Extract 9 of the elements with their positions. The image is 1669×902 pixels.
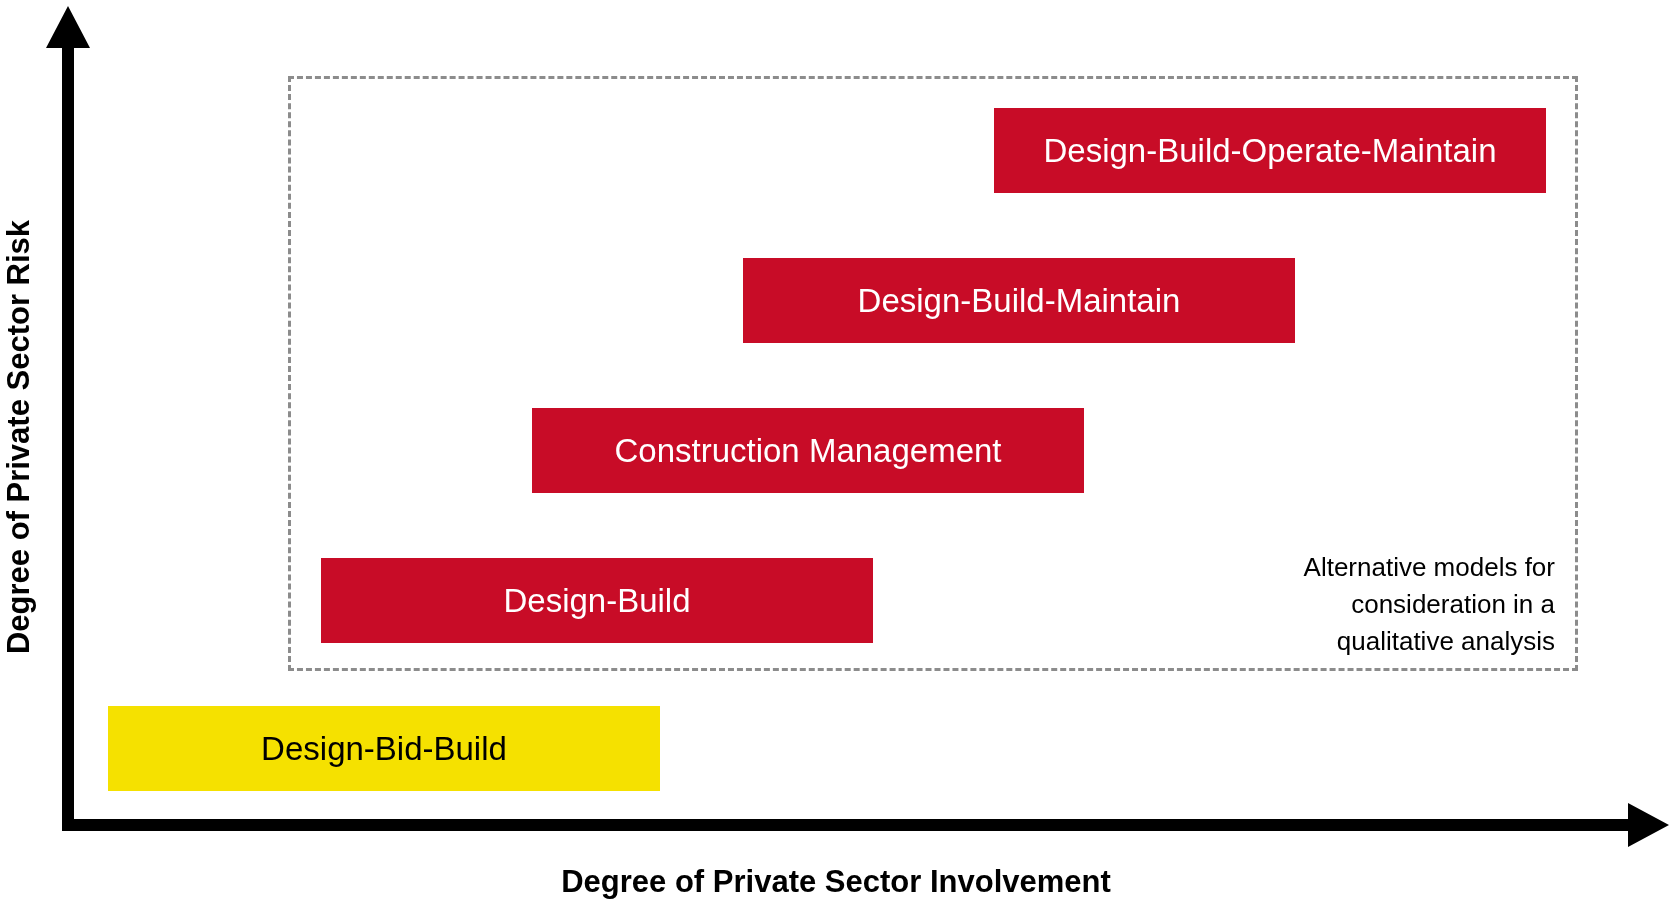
y-axis-title: Degree of Private Sector Risk (1, 219, 37, 655)
x-axis-title: Degree of Private Sector Involvement (561, 864, 1111, 900)
dashed-group-frame (288, 76, 1578, 671)
group-note: Alternative models for consideration in a qualitative analysis (1302, 551, 1555, 658)
model-bar: Design-Build-Operate-Maintain (994, 108, 1546, 193)
model-bar: Construction Management (532, 408, 1084, 493)
model-bar: Design-Bid-Build (108, 706, 660, 791)
model-bar: Design-Build-Maintain (743, 258, 1295, 343)
model-bar: Design-Build (321, 558, 873, 643)
